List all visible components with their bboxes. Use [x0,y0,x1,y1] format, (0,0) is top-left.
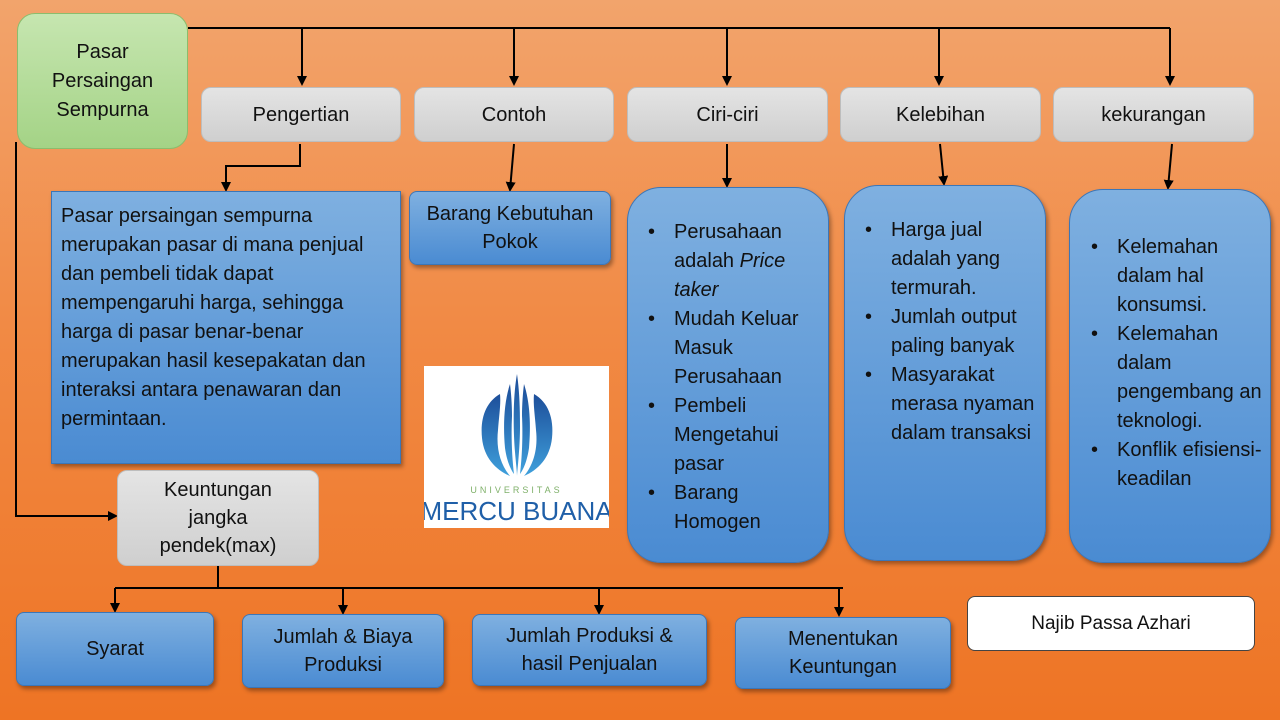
menentukan-label: Menentukan Keuntungan [787,628,899,678]
kekurangan-list: Kelemahan dalam hal konsumsi. Kelemahan … [1089,233,1262,494]
list-item: Kelemahan dalam hal konsumsi. [1089,233,1262,320]
keuntungan-node: Keuntungan jangka pendek(max) [117,470,319,566]
logo-name-text: MERCU BUANA [424,496,609,526]
kekurangan-detail: Kelemahan dalam hal konsumsi. Kelemahan … [1069,189,1271,563]
kelebihan-list: Harga jual adalah yang termurah. Jumlah … [863,216,1037,448]
logo-flame-icon: UNIVERSITAS MERCU BUANA [420,374,613,526]
category-label: Ciri-ciri [696,103,759,126]
author-box: Najib Passa Azhari [967,596,1255,651]
contoh-text: Barang Kebutuhan Pokok [426,203,594,253]
author-name: Najib Passa Azhari [1031,612,1191,634]
list-item: Harga jual adalah yang termurah. [863,216,1037,303]
list-item: Konflik efisiensi-keadilan [1089,436,1262,494]
ciri-first-prefix: Perusahaan adalah [674,221,782,272]
category-kelebihan: Kelebihan [840,87,1041,142]
keuntungan-label: Keuntungan jangka pendek(max) [159,479,277,557]
list-item: Masyarakat merasa nyaman dalam transaksi [863,361,1037,448]
syarat-box: Syarat [16,612,214,686]
ciri-first-italic: Price taker [674,250,786,301]
ciri-detail: Perusahaan adalah Price taker Mudah Kelu… [627,187,829,563]
root-node: Pasar Persaingan Sempurna [17,13,188,149]
contoh-detail: Barang Kebutuhan Pokok [409,191,611,265]
pengertian-detail: Pasar persaingan sempurna merupakan pasa… [51,191,401,464]
category-label: kekurangan [1101,103,1206,126]
list-item: Barang Homogen [646,479,818,537]
mercu-buana-logo: UNIVERSITAS MERCU BUANA [420,366,613,528]
kelebihan-detail: Harga jual adalah yang termurah. Jumlah … [844,185,1046,561]
jumlah-biaya-box: Jumlah & Biaya Produksi [242,614,444,688]
list-item: Jumlah output paling banyak [863,303,1037,361]
category-ciri: Ciri-ciri [627,87,828,142]
jumlah-biaya-label: Jumlah & Biaya Produksi [273,626,413,676]
category-pengertian: Pengertian [201,87,401,142]
category-kekurangan: kekurangan [1053,87,1254,142]
category-label: Contoh [481,103,547,126]
category-label: Kelebihan [896,103,985,126]
category-label: Pengertian [252,103,350,126]
menentukan-box: Menentukan Keuntungan [735,617,951,689]
logo-top-text: UNIVERSITAS [470,485,562,495]
category-contoh: Contoh [414,87,614,142]
root-label: Pasar Persaingan Sempurna [51,40,154,121]
ciri-list: Perusahaan adalah Price taker Mudah Kelu… [646,218,818,537]
list-item: Pembeli Mengetahui pasar [646,392,818,479]
list-item: Perusahaan adalah Price taker [646,218,818,305]
list-item: Mudah Keluar Masuk Perusahaan [646,305,818,392]
syarat-label: Syarat [86,638,144,660]
pengertian-text: Pasar persaingan sempurna merupakan pasa… [61,205,366,430]
jumlah-produksi-box: Jumlah Produksi & hasil Penjualan [472,614,707,686]
jumlah-produksi-label: Jumlah Produksi & hasil Penjualan [506,625,673,675]
list-item: Kelemahan dalam pengembang an teknologi. [1089,320,1262,436]
